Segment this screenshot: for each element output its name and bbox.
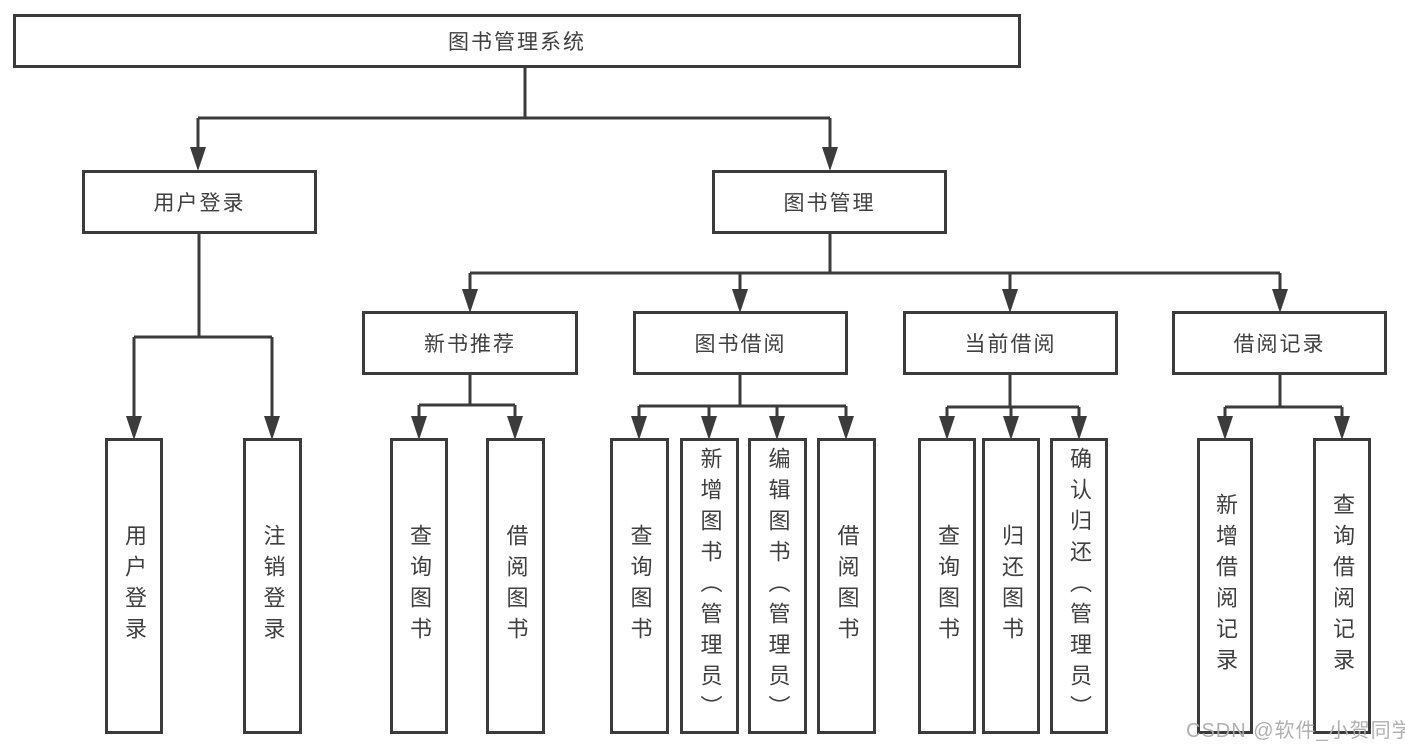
leaf-label: 借阅图书 [834,524,860,648]
leaf-query-books-current: 查询图书 [918,438,976,734]
leaf-label: 确认归还（管理员） [1067,446,1092,726]
arrowhead [939,416,955,440]
node-root: 图书管理系统 [13,14,1021,68]
leaf-return-books: 归还图书 [982,438,1040,734]
arrowhead [1272,289,1288,313]
leaf-label: 查询图书 [627,524,653,648]
leaf-add-books-admin: 新增图书（管理员） [680,438,739,734]
leaf-add-borrow-record: 新增借阅记录 [1197,438,1253,734]
node-user-login: 用户登录 [82,170,317,234]
arrowhead [190,147,206,171]
leaf-user-login: 用户登录 [105,438,163,734]
arrowhead [701,416,717,440]
leaf-query-books-borrow: 查询图书 [610,438,669,734]
leaf-label: 查询借阅记录 [1330,493,1355,679]
leaf-query-books-recommend: 查询图书 [390,438,448,734]
leaf-label: 查询图书 [407,524,432,648]
leaf-label: 查询图书 [935,524,960,648]
leaf-borrow-books: 借阅图书 [817,438,876,734]
arrowhead [462,289,478,313]
arrowhead [126,416,142,440]
leaf-label: 借阅图书 [503,524,529,648]
leaf-label: 注销登录 [260,524,286,648]
node-borrow-records: 借阅记录 [1172,311,1387,375]
leaf-confirm-return-admin: 确认归还（管理员） [1050,438,1108,734]
arrowhead [1003,416,1019,440]
csdn-watermark: CSDN @软件_小贺同学 [1186,720,1405,742]
arrowhead [732,289,748,313]
arrowhead [1071,416,1087,440]
arrowhead [1217,416,1233,440]
leaf-edit-books-admin: 编辑图书（管理员） [748,438,807,734]
arrowhead [507,416,523,440]
node-new-book-recommend: 新书推荐 [362,311,578,375]
arrowhead [1334,416,1350,440]
node-book-management: 图书管理 [712,170,947,234]
arrowhead [822,147,838,171]
leaf-label: 归还图书 [999,524,1024,648]
node-book-borrow: 图书借阅 [633,311,848,375]
arrowhead [411,416,427,440]
leaf-label: 新增图书（管理员） [697,446,723,726]
node-current-borrow: 当前借阅 [903,311,1118,375]
arrowhead [631,416,647,440]
leaf-label: 编辑图书（管理员） [765,446,791,726]
leaf-label: 用户登录 [122,524,147,648]
arrowhead [769,416,785,440]
leaf-borrow-books-recommend: 借阅图书 [486,438,545,734]
leaf-logout: 注销登录 [243,438,302,734]
arrowhead [1002,289,1018,313]
leaf-label: 新增借阅记录 [1213,493,1238,679]
leaf-query-borrow-record: 查询借阅记录 [1313,438,1371,734]
arrowhead [264,416,280,440]
arrowhead [838,416,854,440]
